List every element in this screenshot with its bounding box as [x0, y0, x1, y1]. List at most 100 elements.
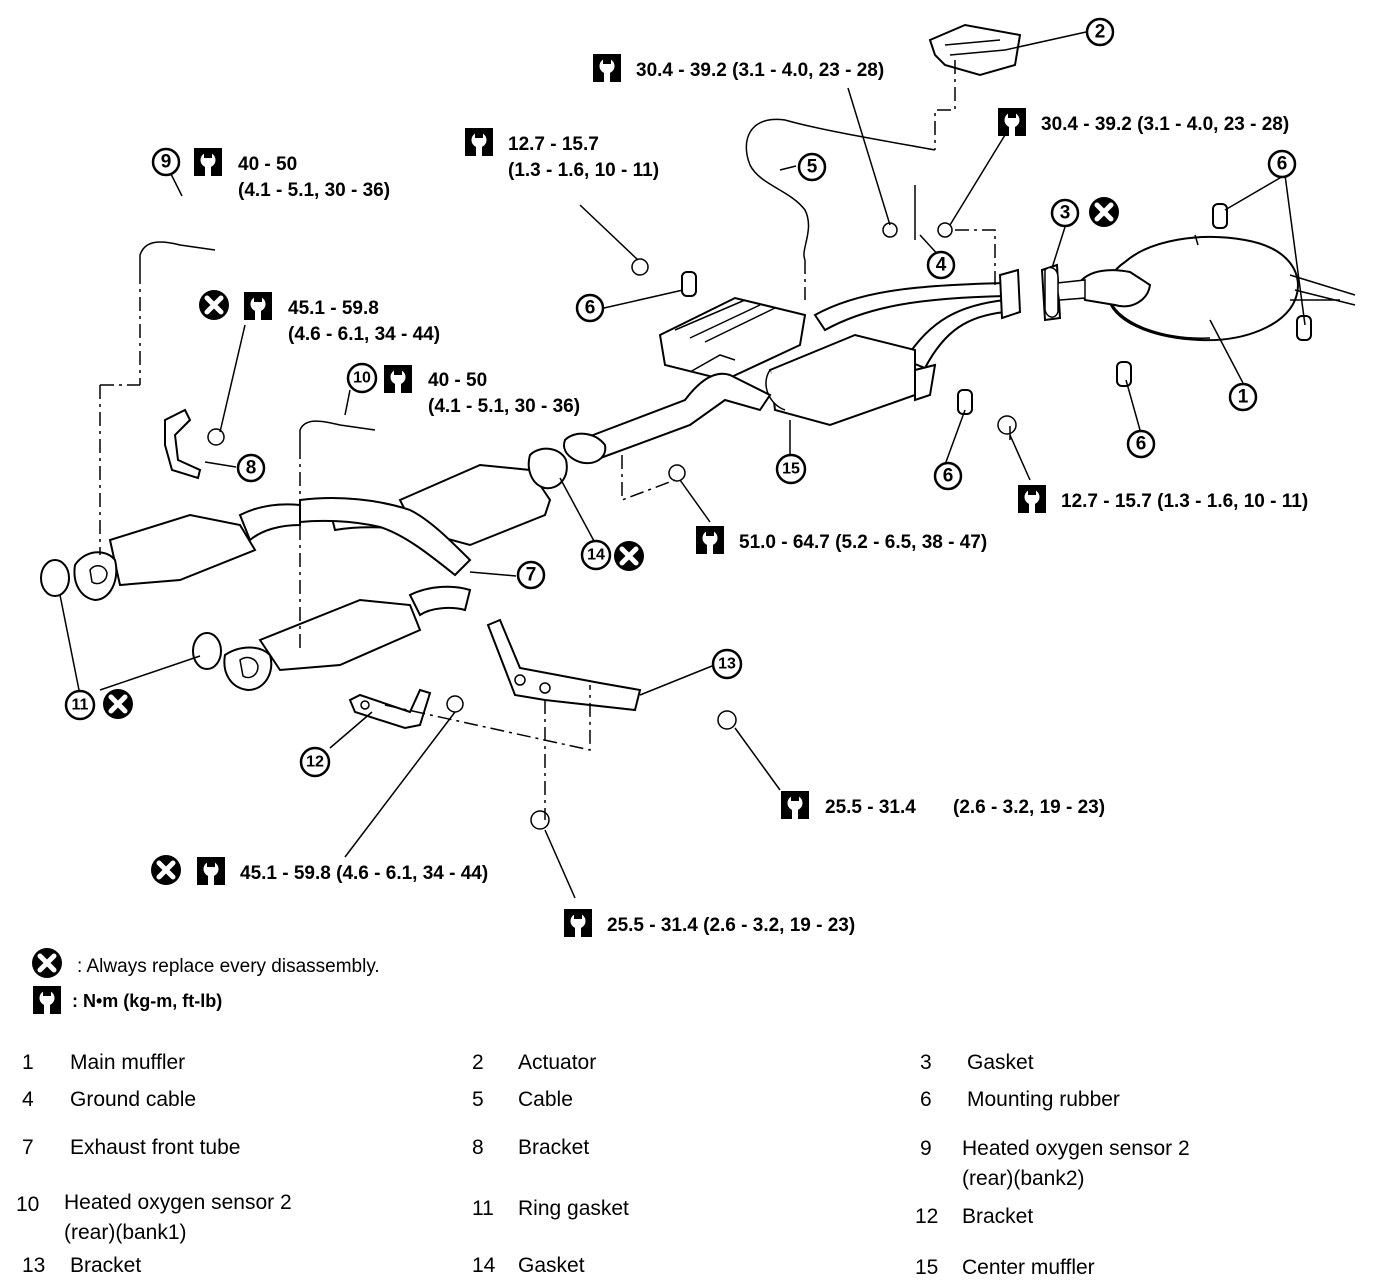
- legend-replace-text: : Always replace every disassembly.: [77, 956, 380, 977]
- replace-icon: [614, 541, 644, 571]
- callout-6: 6: [575, 293, 605, 323]
- torque-wrench-icon: [465, 128, 493, 156]
- part-name: Main muffler: [70, 1051, 186, 1074]
- svg-text:3: 3: [1060, 203, 1071, 224]
- torque-wrench-icon: [564, 909, 592, 937]
- oxygen-sensor-10-drawing: [299, 420, 376, 445]
- callout-6: 6: [1267, 149, 1297, 179]
- callout-9: 9: [151, 147, 181, 177]
- part-number: 13: [22, 1254, 46, 1277]
- part-name: Bracket: [518, 1136, 590, 1159]
- part-name-line2: (rear)(bank1): [64, 1221, 187, 1244]
- part-number: 10: [16, 1193, 40, 1216]
- replace-icon: [151, 855, 181, 885]
- svg-text:13: 13: [718, 656, 736, 673]
- torque-label: (4.6 - 6.1, 34 - 44): [288, 324, 440, 345]
- part-name: Heated oxygen sensor 2: [962, 1137, 1190, 1160]
- replace-icon: [1089, 197, 1119, 227]
- replace-icon: [32, 948, 62, 978]
- torque-wrench-icon: [194, 148, 222, 176]
- part-name: Bracket: [962, 1205, 1034, 1228]
- callout-1: 1: [1228, 382, 1258, 412]
- bracket-8-drawing: [164, 408, 202, 480]
- main-muffler-drawing: [1078, 234, 1356, 342]
- part-name: Exhaust front tube: [70, 1136, 241, 1159]
- part-number: 7: [22, 1136, 34, 1159]
- front-tube-drawing: [73, 463, 552, 692]
- torque-wrench-icon: [384, 365, 412, 393]
- callout-3: 3: [1050, 198, 1080, 228]
- ring-gasket-drawing: [40, 559, 70, 597]
- callout-14: 14: [580, 539, 612, 571]
- torque-label: (1.3 - 1.6, 10 - 11): [508, 160, 659, 181]
- part-name: Actuator: [518, 1051, 597, 1074]
- torque-wrench-icon: [197, 857, 225, 885]
- bracket-12-drawing: [348, 688, 432, 730]
- torque-wrench-icon: [781, 791, 809, 819]
- callout-10: 10: [346, 362, 378, 394]
- callout-12: 12: [299, 746, 331, 778]
- svg-text:15: 15: [782, 461, 800, 478]
- svg-text:4: 4: [936, 255, 947, 276]
- torque-label: 45.1 - 59.8: [288, 298, 379, 319]
- torque-label: 25.5 - 31.4 (2.6 - 3.2, 19 - 23): [607, 915, 855, 936]
- callout-5: 5: [797, 152, 827, 182]
- callout-13: 13: [711, 648, 743, 680]
- center-muffler-drawing: [658, 296, 937, 427]
- svg-text:6: 6: [1136, 434, 1147, 455]
- torque-label: 25.5 - 31.4: [825, 797, 916, 818]
- part-number: 14: [472, 1254, 496, 1277]
- callout-6: 6: [933, 461, 963, 491]
- callout-2: 2: [1085, 17, 1115, 47]
- y-pipe-drawing: [563, 354, 772, 465]
- svg-text:11: 11: [72, 697, 89, 714]
- part-name: Gasket: [967, 1051, 1034, 1074]
- part-number: 3: [920, 1051, 932, 1074]
- torque-label: (2.6 - 3.2, 19 - 23): [953, 797, 1105, 818]
- svg-text:8: 8: [246, 458, 257, 479]
- callout-6: 6: [1126, 429, 1156, 459]
- torque-label: 45.1 - 59.8 (4.6 - 6.1, 34 - 44): [240, 863, 488, 884]
- nut-drawing: [207, 428, 225, 446]
- torque-label: 12.7 - 15.7 (1.3 - 1.6, 10 - 11): [1061, 491, 1308, 512]
- part-name: Bracket: [70, 1254, 142, 1277]
- part-name: Gasket: [518, 1254, 585, 1277]
- torque-wrench-icon: [33, 986, 61, 1014]
- replace-icon: [199, 290, 229, 320]
- svg-text:7: 7: [526, 565, 537, 586]
- torque-label: 30.4 - 39.2 (3.1 - 4.0, 23 - 28): [1041, 114, 1289, 135]
- parts-list: 1 Main muffler 2 Actuator 3 Gasket 4 Gro…: [0, 1040, 1376, 1286]
- svg-text:9: 9: [161, 152, 172, 173]
- torque-wrench-icon: [696, 526, 724, 554]
- torque-wrench-icon: [593, 54, 621, 82]
- torque-wrench-icon: [1018, 485, 1046, 513]
- part-number: 6: [920, 1088, 932, 1111]
- part-name: Cable: [518, 1088, 573, 1111]
- torque-label: (4.1 - 5.1, 30 - 36): [238, 180, 390, 201]
- torque-wrench-icon: [998, 108, 1026, 136]
- svg-text:2: 2: [1095, 22, 1106, 43]
- replace-icon: [103, 689, 133, 719]
- actuator-drawing: [928, 23, 1022, 77]
- cable-drawing: [745, 118, 936, 261]
- torque-label: 12.7 - 15.7: [508, 134, 599, 155]
- part-number: 11: [472, 1197, 494, 1220]
- callout-4: 4: [926, 250, 956, 280]
- torque-label: 51.0 - 64.7 (5.2 - 6.5, 38 - 47): [739, 532, 987, 553]
- oxygen-sensor-9-drawing: [139, 241, 216, 270]
- torque-label: 40 - 50: [238, 154, 297, 175]
- part-name: Ground cable: [70, 1088, 197, 1111]
- svg-text:14: 14: [587, 547, 605, 564]
- svg-text:5: 5: [807, 157, 818, 178]
- part-number: 15: [915, 1256, 939, 1279]
- part-number: 5: [472, 1088, 484, 1111]
- gasket-3-drawing: [1044, 266, 1059, 318]
- svg-text:6: 6: [943, 466, 954, 487]
- callout-7: 7: [516, 560, 546, 590]
- part-number: 2: [472, 1051, 484, 1074]
- gasket-14-drawing: [527, 447, 568, 490]
- torque-label: 30.4 - 39.2 (3.1 - 4.0, 23 - 28): [636, 60, 884, 81]
- svg-text:6: 6: [1277, 154, 1288, 175]
- svg-text:10: 10: [353, 370, 371, 387]
